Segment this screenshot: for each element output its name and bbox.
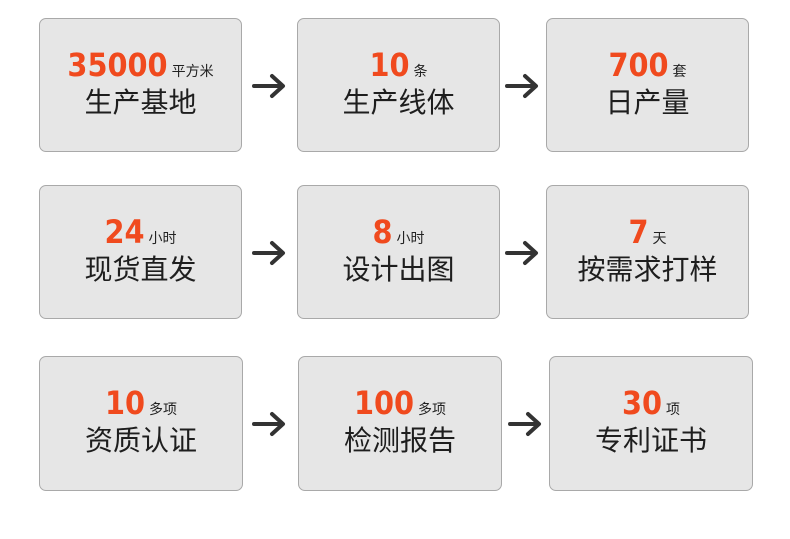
stat-number: 7 (628, 213, 649, 251)
arrow-right-icon (252, 240, 286, 266)
arrow-right-icon (508, 411, 542, 437)
stat-unit: 套 (672, 64, 687, 80)
stat-unit: 多项 (149, 402, 178, 418)
stat-unit: 多项 (418, 402, 447, 418)
stat-number: 24 (104, 213, 145, 251)
stat-unit: 项 (666, 402, 681, 418)
arrow-right-icon (505, 240, 539, 266)
stat-unit: 小时 (148, 231, 177, 247)
card-label: 检测报告 (343, 424, 456, 457)
arrow-right-icon (252, 411, 286, 437)
stat-number: 35000 (67, 46, 168, 84)
arrow-right-icon (252, 73, 286, 99)
stat-number: 10 (104, 384, 146, 422)
card-label: 设计出图 (342, 253, 455, 286)
card-label: 专利证书 (594, 424, 707, 457)
stat-unit: 平方米 (171, 64, 214, 80)
stat-unit: 天 (652, 231, 667, 247)
stat-number: 700 (608, 46, 669, 84)
card-label: 生产基地 (84, 86, 197, 119)
card-label: 资质认证 (84, 424, 197, 457)
stat-number: 100 (353, 384, 415, 422)
card-label: 现货直发 (84, 253, 197, 286)
card-label: 日产量 (605, 86, 690, 119)
stat-number: 8 (372, 213, 393, 251)
stat-unit: 小时 (396, 231, 425, 247)
stat-unit: 条 (413, 64, 428, 80)
stat-number: 30 (621, 384, 663, 422)
card-label: 按需求打样 (577, 253, 718, 286)
stat-number: 10 (369, 46, 410, 84)
card-label: 生产线体 (342, 86, 455, 119)
arrow-right-icon (505, 73, 539, 99)
